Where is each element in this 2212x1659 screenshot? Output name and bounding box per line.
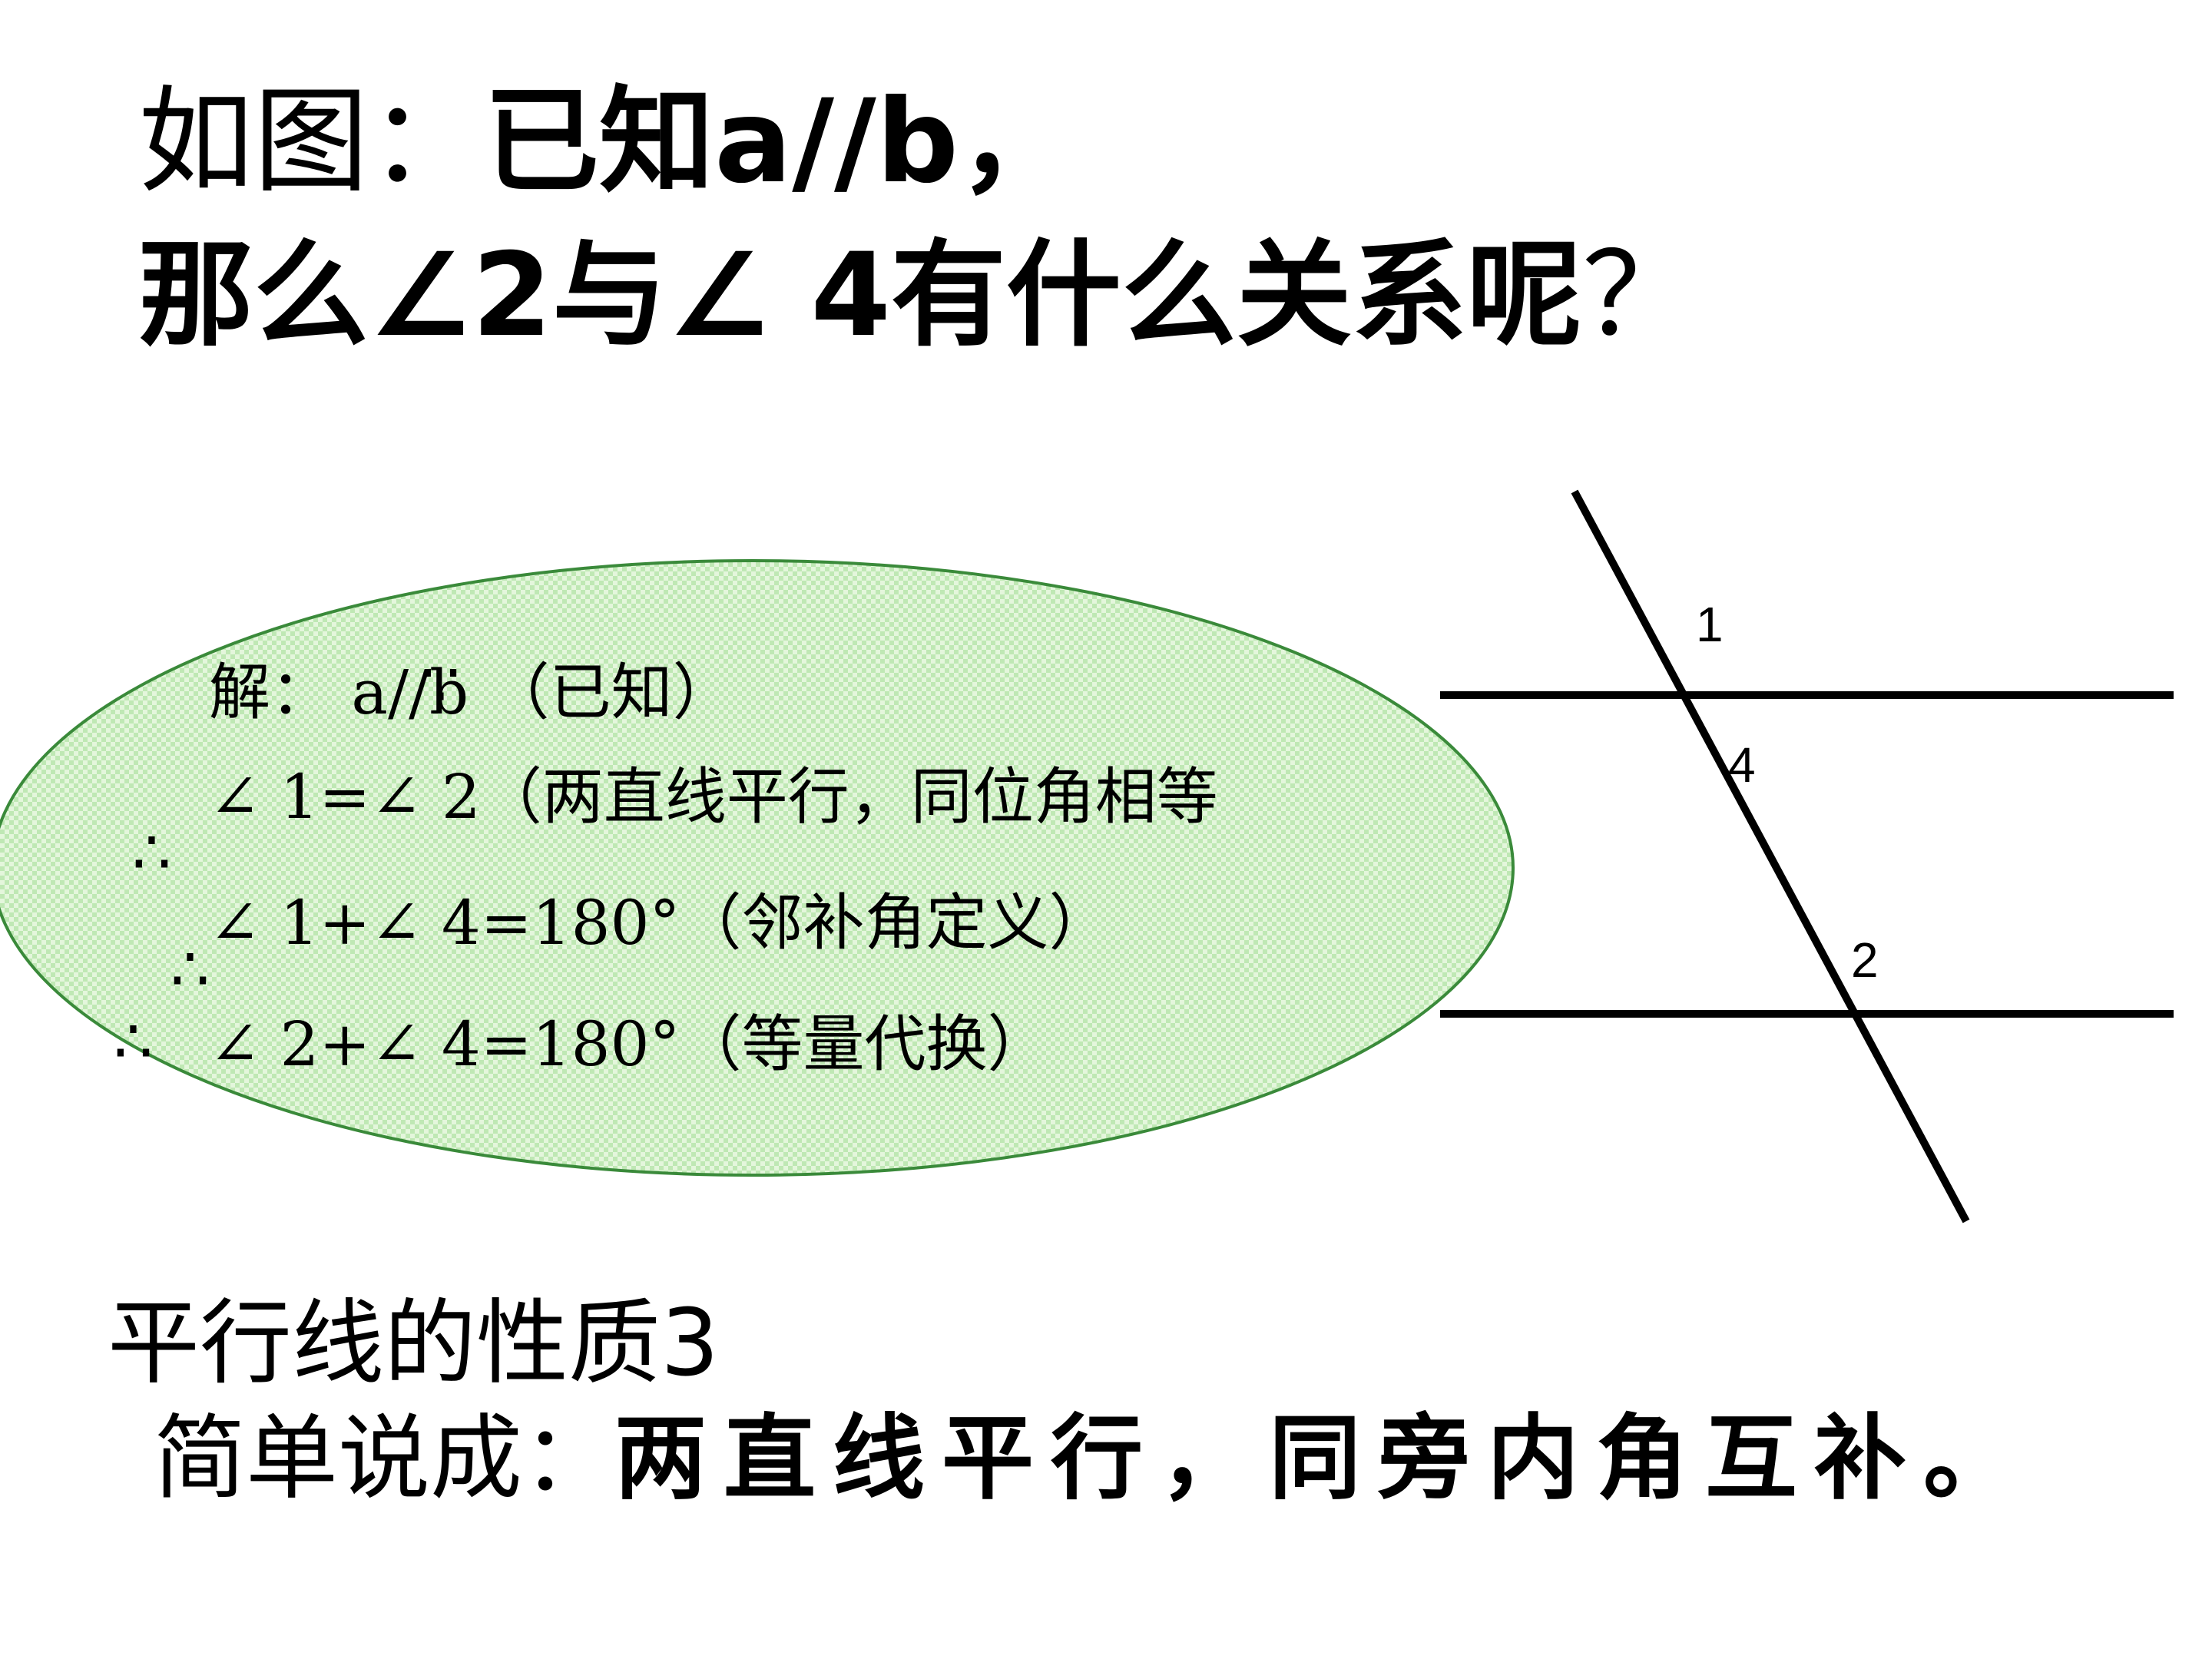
property-title: 平行线的性质3 [108,1290,720,1397]
transversal-line [1571,489,1970,1224]
title-line-1: 如图：已知a//b， [138,84,1074,200]
title-given: 已知a//b， [484,75,1075,209]
therefore-mark-1: ∴ [132,816,171,888]
therefore-mark-3: ∴ [114,1005,153,1077]
title-line-2: 那么∠2与∠ 4有什么关系呢？ [138,238,1697,353]
angle-label-1: 1 [1696,597,1724,652]
proof-line-1: 解： a//b （已知） [209,657,734,728]
proof-ellipse [0,559,1515,1177]
therefore-mark-2: ∴ [171,933,210,1005]
angle-label-4: 4 [1728,737,1756,793]
property-summary: 简单说成：两直线平行，同旁内角互补。 [154,1413,2032,1505]
summary-statement: 两直线平行，同旁内角互补。 [614,1406,2032,1512]
proof-line-2: ∠ 1=∠ 2（两直线平行，同位角相等 [209,761,1218,833]
title-question-mark: ？ [1581,229,1697,363]
angle-label-2: 2 [1851,932,1879,988]
summary-prefix: 简单说成： [154,1406,614,1512]
title-prefix: 如图： [138,75,485,209]
because-mark: ∵ [421,649,460,720]
proof-line-4: ∠ 2+∠ 4=180°（等量代换） [209,1008,1049,1080]
title-question: 那么∠2与∠ 4有什么关系呢 [138,229,1582,363]
proof-line-3: ∠ 1+∠ 4=180°（邻补角定义） [209,887,1111,959]
